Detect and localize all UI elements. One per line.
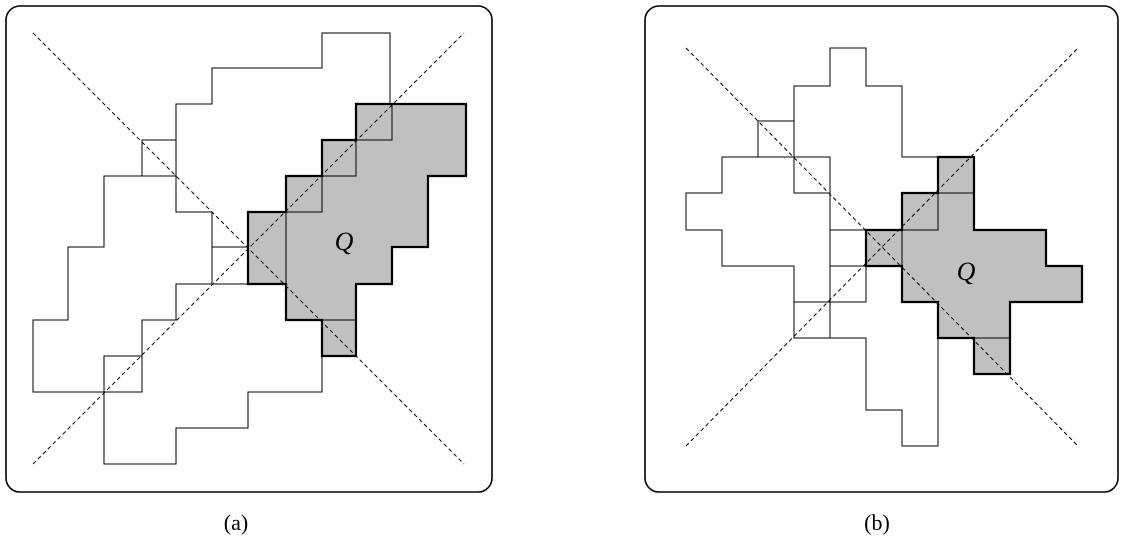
panel-b-cell bbox=[793, 156, 831, 194]
panel-a-diagonal-up bbox=[32, 32, 465, 465]
panel-a-region-cell-line-2 bbox=[286, 176, 323, 213]
panel-a-cell bbox=[103, 355, 143, 393]
panel-b-cell bbox=[829, 265, 867, 303]
panel-b-cell bbox=[757, 120, 795, 158]
panel-b-region-cell-line-2 bbox=[902, 193, 939, 231]
panel-a-cell bbox=[141, 139, 177, 177]
panel-a-region-cell-line-4 bbox=[356, 104, 393, 141]
panel-b-q-label: Q bbox=[957, 257, 976, 286]
panel-b-diagonal-down bbox=[685, 47, 1079, 447]
panel-a-caption: (a) bbox=[224, 510, 248, 535]
panel-a: Q (a) bbox=[5, 5, 493, 535]
panel-b-cell bbox=[793, 301, 831, 339]
panel-a-q-label: Q bbox=[335, 227, 354, 256]
panel-b-diagonal-up bbox=[685, 47, 1079, 447]
panel-a-cell bbox=[211, 246, 249, 285]
panel-a-region-cell-line-3 bbox=[322, 140, 357, 177]
panel-a-region-q bbox=[246, 102, 468, 358]
panel-b-caption: (b) bbox=[864, 510, 890, 535]
panel-b: Q (b) bbox=[644, 5, 1119, 535]
